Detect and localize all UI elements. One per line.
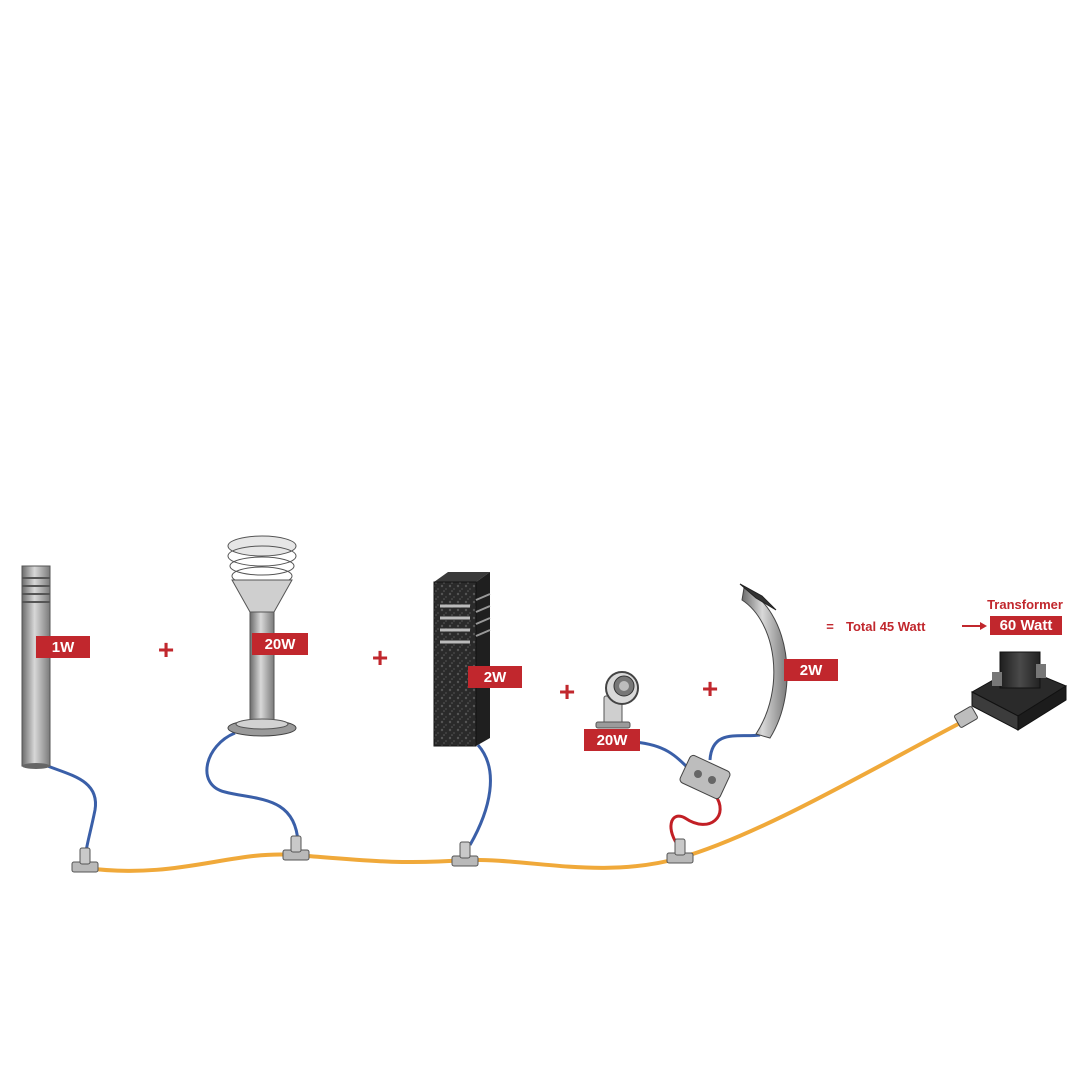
watt-badge-2: 20W [252,633,308,655]
equals-sign: = [826,619,834,634]
branch-cable-3 [468,744,492,846]
svg-text:20W: 20W [265,636,297,653]
stone-block-light [433,572,491,747]
spot-light [595,671,639,729]
red-cable [669,794,722,849]
watt-badge-1: 1W [36,636,90,658]
total-label: Total 45 Watt [846,619,926,634]
svg-text:2W: 2W [484,669,507,686]
plus-sign: + [702,673,718,704]
branch-cable-4 [634,740,692,772]
cable-plug [954,706,978,728]
watt-badge-3: 2W [468,666,522,688]
plus-sign: + [158,634,174,665]
curved-wall-light [739,583,788,739]
plus-sign: + [559,676,575,707]
t-connector [282,835,310,861]
watt-badge-5: 2W [784,659,838,681]
branch-cable-2 [205,731,300,843]
transformer-unit [970,651,1068,731]
arrow-icon [962,622,987,630]
branch-cable-5 [708,733,761,761]
svg-text:60 Watt: 60 Watt [1000,617,1053,634]
svg-text:1W: 1W [52,639,75,656]
t-connector [451,841,479,867]
t-connector [666,838,694,864]
svg-text:2W: 2W [800,662,823,679]
svg-text:20W: 20W [597,732,629,749]
junction-box [679,754,731,800]
branch-cable-1 [44,763,97,861]
transformer-rating-badge: 60 Watt [990,616,1062,635]
column-bollard-light [21,565,51,769]
watt-badge-4: 20W [584,729,640,751]
plus-sign: + [372,642,388,673]
ring-bollard-light [227,535,297,737]
t-connector [71,847,99,873]
transformer-heading: Transformer [987,597,1063,612]
